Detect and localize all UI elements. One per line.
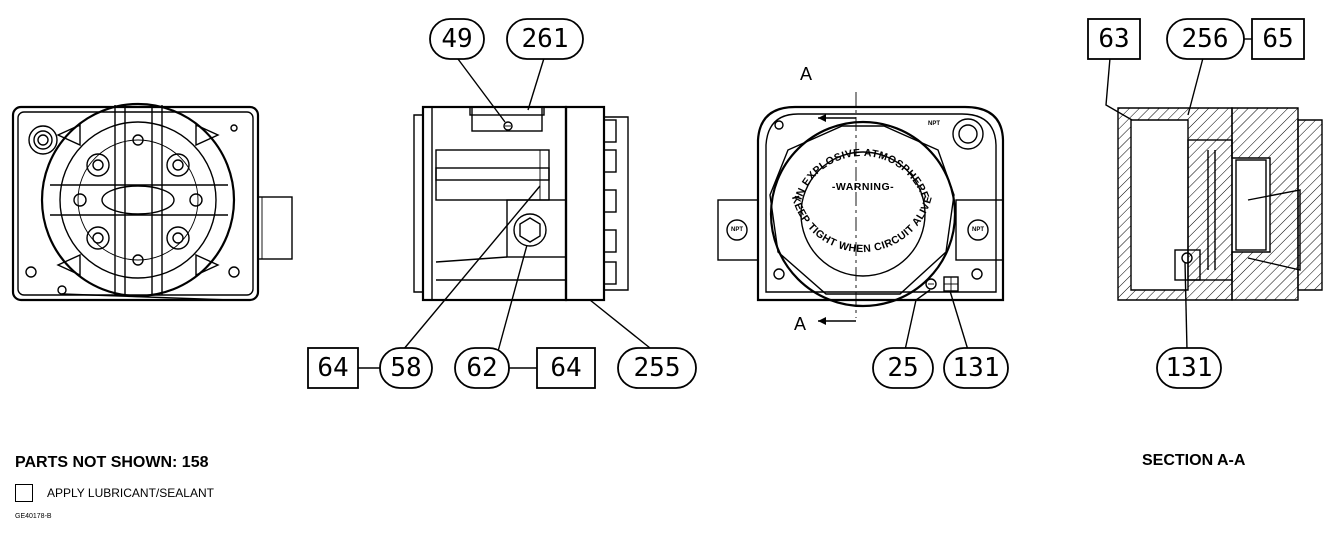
callout-49: 49: [429, 18, 485, 60]
callout-131-section: 131: [1156, 347, 1222, 389]
callout-261: 261: [506, 18, 584, 60]
callout-256: 256: [1166, 18, 1245, 60]
drawing-code: GE40178-B: [15, 513, 52, 520]
legend: APPLY LUBRICANT/SEALANT: [15, 484, 214, 502]
housing-front-view: [717, 92, 1005, 325]
callout-63: 63: [1087, 18, 1141, 60]
callout-65-label: 65: [1262, 24, 1293, 54]
callout-255: 255: [617, 347, 697, 389]
port-label-top-right: NPT: [928, 121, 940, 127]
section-a-a-view: [1117, 107, 1323, 301]
cover-warning-upper: IN EXPLOSIVE ATMOSPHERE: [793, 147, 932, 201]
callout-63-label: 63: [1098, 24, 1129, 54]
callout-58-label: 58: [390, 353, 421, 383]
callout-64-left-label: 64: [317, 353, 348, 383]
port-label-left: NPT: [731, 227, 743, 233]
section-mark-bottom: A: [794, 314, 806, 334]
callout-261-label: 261: [522, 24, 569, 54]
callout-64-left: 64: [307, 347, 359, 389]
callout-62: 62: [454, 347, 510, 389]
callout-25: 25: [872, 347, 934, 389]
leader-lines: [402, 54, 1204, 356]
section-title: SECTION A-A: [1142, 452, 1246, 469]
parts-not-shown-note: PARTS NOT SHOWN: 158: [15, 454, 209, 471]
callout-64-right-label: 64: [550, 353, 581, 383]
callout-131-front-label: 131: [953, 353, 1000, 383]
callout-255-label: 255: [634, 353, 681, 383]
housing-rear-view: [11, 102, 293, 302]
cover-warning-lower: KEEP TIGHT WHEN CIRCUIT ALIVE: [789, 194, 935, 255]
cover-warning-middle: -WARNING-: [832, 181, 894, 193]
callout-131-front: 131: [943, 347, 1009, 389]
section-mark-top: A: [800, 64, 812, 84]
callout-131-section-label: 131: [1166, 353, 1213, 383]
port-label-right: NPT: [972, 227, 984, 233]
callout-58: 58: [379, 347, 433, 389]
callout-64-right: 64: [536, 347, 596, 389]
callout-62-label: 62: [466, 353, 497, 383]
housing-side-view: [413, 105, 629, 302]
callout-65: 65: [1251, 18, 1305, 60]
callout-49-label: 49: [441, 24, 472, 54]
legend-swatch: [15, 484, 33, 502]
callout-256-label: 256: [1182, 24, 1229, 54]
callout-25-label: 25: [887, 353, 918, 383]
legend-label: APPLY LUBRICANT/SEALANT: [47, 486, 214, 500]
